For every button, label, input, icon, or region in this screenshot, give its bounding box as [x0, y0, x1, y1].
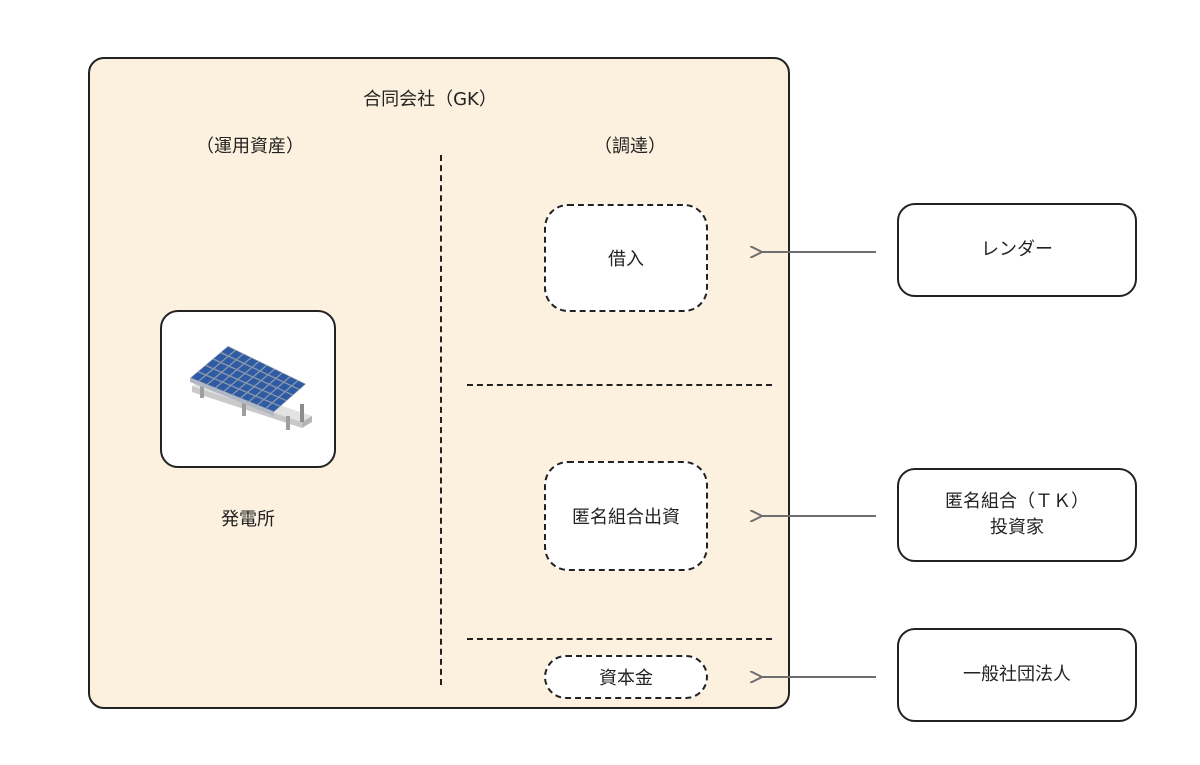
solar-cell	[250, 396, 263, 405]
loan-tk-divider	[467, 384, 772, 386]
solar-cell	[265, 394, 278, 403]
solar-cell	[266, 403, 280, 412]
solar-cell	[224, 386, 238, 395]
solar-cell	[207, 369, 221, 378]
solar-cell	[238, 364, 251, 373]
solar-cell	[233, 389, 247, 398]
solar-cell	[286, 386, 299, 395]
assets-funding-divider	[440, 155, 442, 685]
tk-investor-label-line2: 投資家	[990, 517, 1044, 538]
general-association-label: 一般社団法人	[963, 664, 1071, 685]
tk-investment-box: 匿名組合出資	[544, 461, 708, 571]
solar-cell	[255, 381, 268, 390]
solar-cell	[229, 350, 243, 360]
solar-cell	[277, 373, 290, 382]
solar-cell	[206, 359, 220, 368]
funding-heading: （調達）	[594, 136, 666, 157]
tk-investor-label-line1: 匿名組合（ＴＫ）	[945, 491, 1089, 512]
solar-cell	[240, 383, 253, 392]
solar-cell	[253, 361, 266, 371]
solar-cell	[230, 360, 243, 369]
loan-label: 借入	[608, 249, 644, 270]
solar-cell	[261, 365, 274, 374]
solar-cell	[248, 387, 262, 396]
solar-cell	[258, 400, 271, 408]
solar-cell	[215, 373, 229, 382]
lender-box: レンダー	[897, 203, 1137, 297]
solar-cell	[241, 393, 255, 402]
gk-title: 合同会社（GK）	[363, 89, 497, 110]
solar-cell	[270, 379, 283, 388]
power-plant-card	[160, 310, 336, 468]
solar-cell	[237, 354, 251, 363]
solar-cell	[231, 380, 245, 389]
solar-panel-icon	[190, 346, 312, 430]
solar-cell	[247, 377, 260, 386]
solar-cell	[208, 379, 222, 388]
solar-cell	[254, 371, 267, 380]
solar-cell	[230, 370, 244, 379]
solar-cell	[239, 374, 252, 383]
solar-cell	[214, 363, 228, 372]
solar-cell	[214, 353, 228, 362]
solar-cell	[198, 365, 213, 375]
solar-cell	[273, 397, 286, 406]
solar-cell	[271, 388, 284, 397]
solar-cell	[191, 372, 205, 381]
solar-cell	[278, 382, 291, 391]
solar-cell	[292, 380, 305, 389]
solar-cell	[245, 358, 259, 367]
solar-cell	[223, 376, 237, 385]
solar-cell	[222, 356, 236, 366]
solar-cell	[284, 377, 298, 386]
lender-label: レンダー	[981, 239, 1053, 260]
solar-cell	[221, 346, 235, 356]
capital-label: 資本金	[599, 668, 653, 689]
solar-cell	[246, 368, 259, 377]
solar-cell	[263, 385, 276, 393]
solar-cell	[216, 382, 230, 391]
tk-investment-label: 匿名組合出資	[572, 507, 680, 528]
loan-box: 借入	[544, 204, 708, 312]
capital-box: 資本金	[544, 655, 708, 699]
solar-cell	[262, 375, 275, 384]
general-association-box: 一般社団法人	[897, 628, 1137, 722]
tk-capital-divider	[467, 638, 772, 640]
solar-cell	[222, 366, 236, 376]
assets-heading: （運用資産）	[196, 136, 304, 157]
solar-cell	[199, 375, 213, 385]
tk-investor-box: 匿名組合（ＴＫ） 投資家	[897, 468, 1137, 562]
solar-cell	[269, 369, 282, 378]
solar-cell	[256, 390, 270, 399]
solar-cell	[279, 392, 293, 401]
power-plant-label: 発電所	[221, 509, 275, 530]
